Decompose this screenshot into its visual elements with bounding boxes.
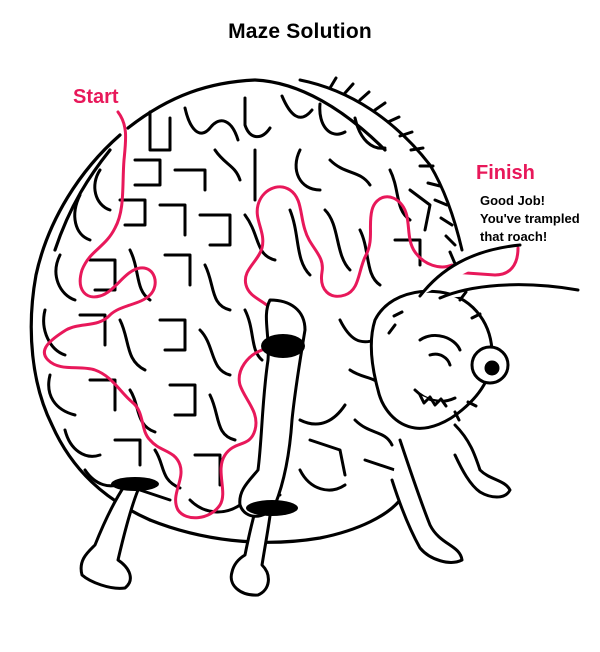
roach-body [29, 78, 402, 544]
holes [111, 334, 305, 516]
solution-path [42, 110, 454, 520]
message-line-2: You've trampled [480, 211, 580, 226]
message-line-1: Good Job! [480, 193, 545, 208]
message-line-3: that roach! [480, 229, 548, 244]
roach-legs [79, 298, 512, 597]
congrats-message: Good Job! You've trampled that roach! [480, 192, 596, 246]
roach-head [369, 243, 580, 430]
finish-label: Finish [476, 162, 535, 184]
page-title: Maze Solution [228, 20, 372, 43]
roach-back-spikes [298, 76, 464, 268]
finish-leader-line [450, 246, 520, 277]
start-label: Start [73, 86, 119, 108]
